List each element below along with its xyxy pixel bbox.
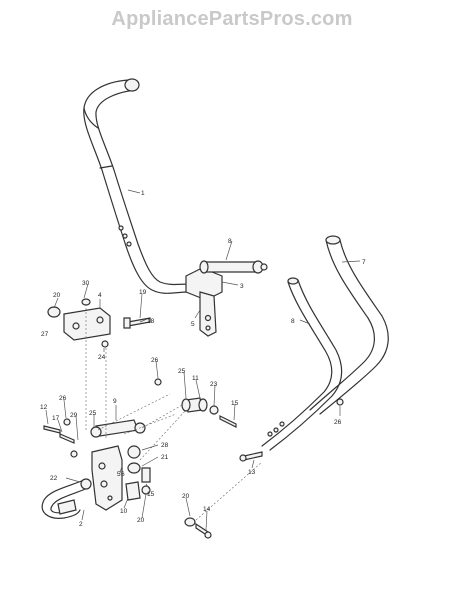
callout-15a: 15 [231,400,239,407]
callout-9: 9 [113,398,117,405]
right-tube-8 [261,277,343,451]
callout-5a: 5 [191,321,195,328]
callout-24: 24 [98,354,106,361]
spacer-11 [154,378,237,428]
pivot-bracket-3 [185,267,223,337]
callout-25b: 25 [89,410,97,417]
callout-11: 11 [192,375,199,382]
fastener-12 [43,425,61,434]
callout-8b: 8 [291,318,295,325]
callout-26a: 26 [151,357,159,364]
lower-tube-2 [41,478,92,519]
right-tube-7 [309,235,389,415]
callout-25a: 25 [178,368,186,375]
callout-22: 22 [50,475,58,482]
callout-27: 27 [41,331,49,338]
callout-29: 29 [70,412,78,419]
callout-10: 10 [120,508,128,515]
callout-13: 13 [248,469,256,476]
bolt-13 [239,451,263,462]
fastener-26-right [336,398,344,406]
callout-labels: 1 2 3 4 5 5 6 7 8 8 9 10 11 12 13 14 15 … [40,190,366,528]
callout-6: 6 [121,471,125,478]
callout-21: 21 [161,454,169,461]
callout-17: 17 [52,415,60,422]
assembly-guides [85,304,263,521]
callout-3: 3 [240,283,244,290]
callout-14: 14 [203,506,211,513]
washer-20-lower [184,517,212,539]
bracket-4 [47,298,111,348]
callout-15b: 15 [147,491,155,498]
leader-lines [45,189,361,531]
callout-28: 28 [161,442,169,449]
callout-20c: 20 [182,493,190,500]
callout-26c: 26 [334,419,342,426]
callout-23: 23 [210,381,218,388]
callout-19: 19 [139,289,147,296]
lower-bracket-6 [91,445,151,511]
handle-tube-1 [83,78,191,294]
callout-18: 18 [147,318,155,325]
grip-bar-8 [199,260,268,274]
watermark: AppliancePartsPros.com [111,8,353,30]
callout-20b: 20 [137,517,145,524]
callout-5b: 5 [117,471,121,478]
callout-4: 4 [98,292,102,299]
callout-7: 7 [362,259,366,266]
callout-1: 1 [141,190,145,197]
callout-2: 2 [79,521,83,528]
callout-12: 12 [40,404,48,411]
callout-26b: 26 [59,395,67,402]
spacer-9 [90,419,146,438]
callout-30: 30 [82,280,90,287]
callout-20a: 20 [53,292,61,299]
callout-8a: 8 [228,238,232,245]
fastener-17 [59,418,78,458]
